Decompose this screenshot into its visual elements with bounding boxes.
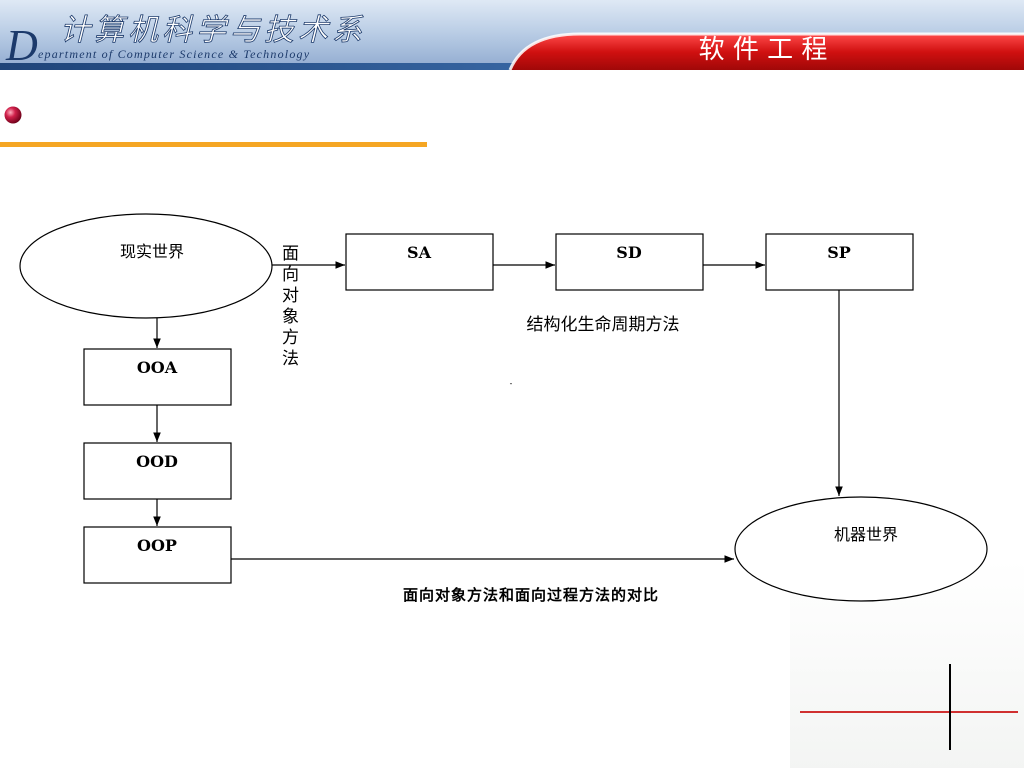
header-banner: D 计算机科学与技术系 epartment of Computer Scienc…: [0, 0, 1024, 70]
ood-label: OOD: [136, 452, 178, 471]
oo-method-label-vertical: 面向对象方法: [278, 244, 299, 370]
diagram-caption: 面向对象方法和面向过程方法的对比: [403, 586, 659, 604]
ood-box: [83, 442, 232, 500]
sp-label: SP: [827, 243, 851, 262]
sa-box: [345, 233, 494, 291]
sd-label: SD: [616, 243, 642, 262]
title-underline: [0, 142, 427, 147]
oop-box: [83, 526, 232, 584]
real-world-node: [19, 213, 273, 319]
sa-label: SA: [407, 243, 432, 262]
real-world-label: 现实世界: [120, 242, 184, 261]
stray-mark: -: [510, 379, 513, 388]
oop-label: OOP: [137, 536, 177, 555]
sd-box: [555, 233, 704, 291]
dept-title-en: epartment of Computer Science & Technolo…: [38, 47, 310, 61]
dept-title-cn: 计算机科学与技术系: [60, 13, 366, 48]
structured-method-label: 结构化生命周期方法: [527, 315, 680, 335]
ooa-label: OOA: [137, 358, 178, 377]
ooa-box: [83, 348, 232, 406]
bullet-icon: [4, 106, 22, 124]
sp-box: [765, 233, 914, 291]
course-title: 软 件 工 程: [699, 35, 828, 65]
machine-world-node: [734, 496, 988, 602]
machine-world-label: 机器世界: [834, 525, 898, 544]
logo-letter: D: [5, 21, 38, 70]
